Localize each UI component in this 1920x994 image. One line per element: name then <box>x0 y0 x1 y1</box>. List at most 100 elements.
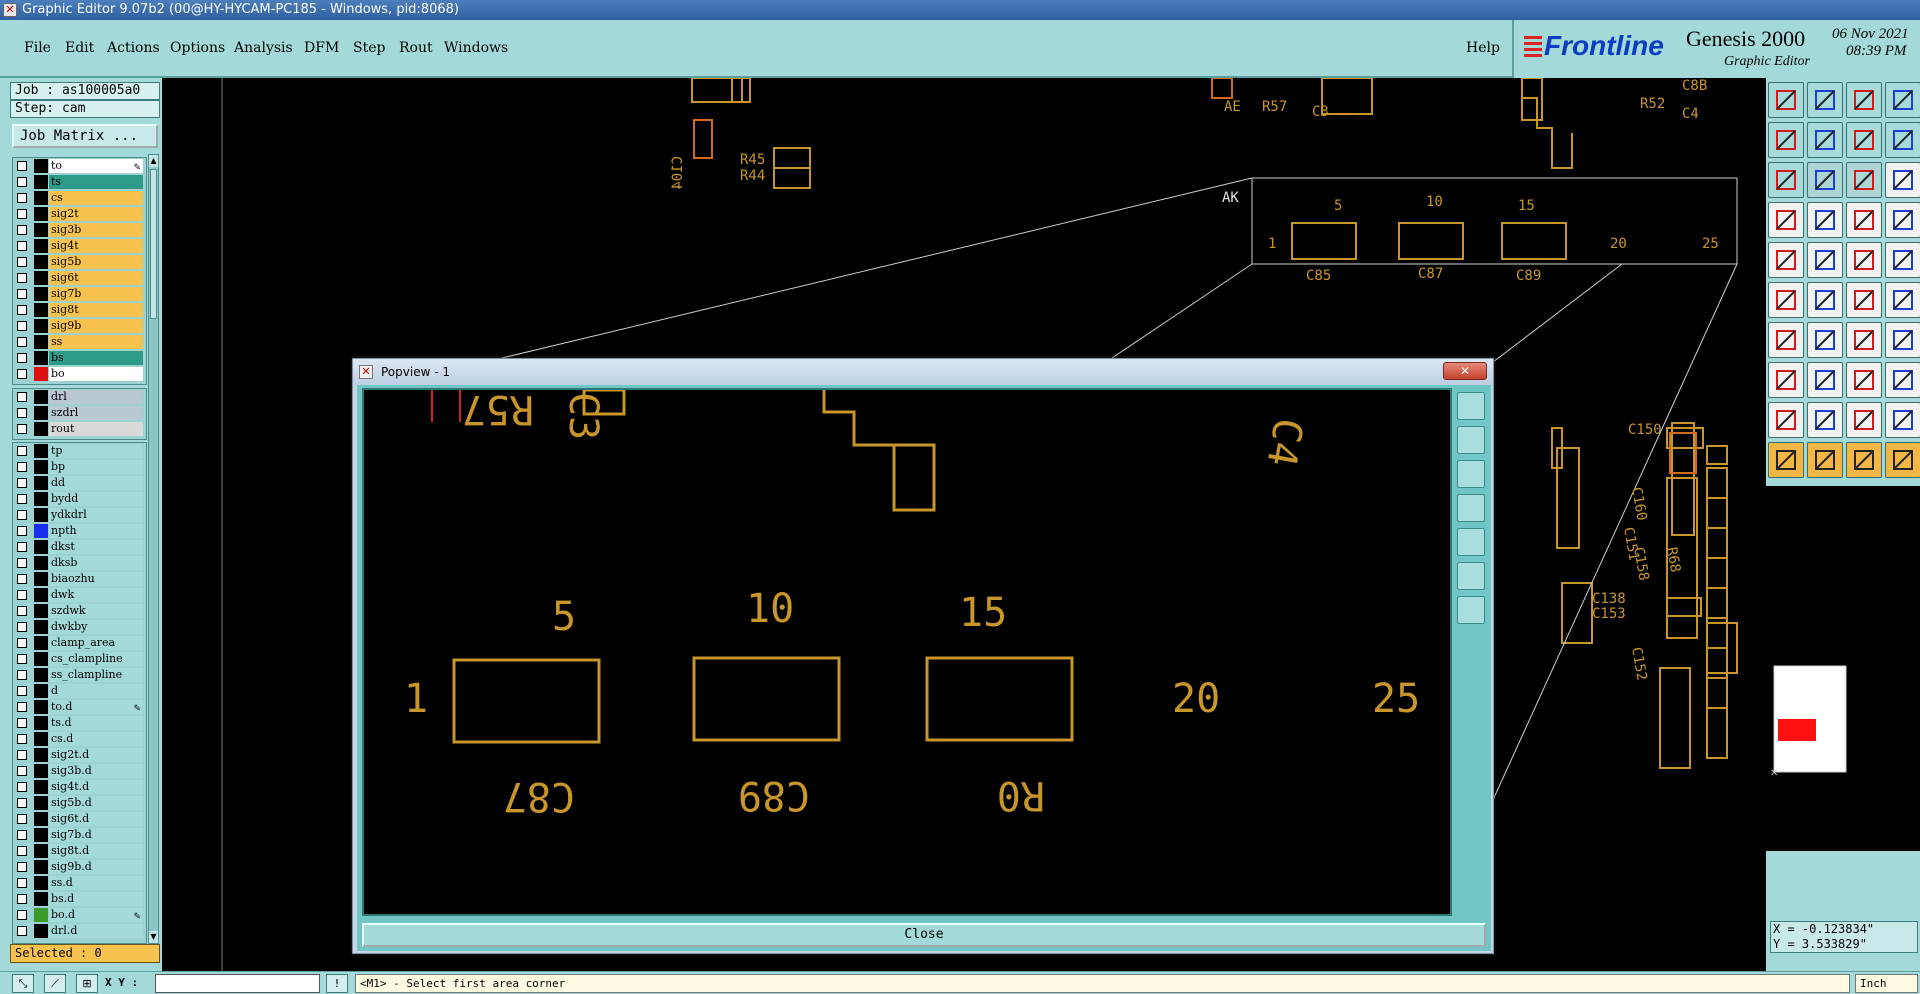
layer-name[interactable]: sig2t.d <box>49 748 143 762</box>
node-alt-icon[interactable] <box>1885 282 1920 318</box>
layer-checkbox[interactable] <box>17 526 27 536</box>
layer-color-swatch[interactable] <box>34 636 48 650</box>
layer-color-swatch[interactable] <box>34 508 48 522</box>
layer-checkbox[interactable] <box>17 766 27 776</box>
layer-color-swatch[interactable] <box>34 652 48 666</box>
layer-color-swatch[interactable] <box>34 175 48 189</box>
layer-color-swatch[interactable] <box>34 716 48 730</box>
popview-pan-right-icon[interactable] <box>1457 528 1485 556</box>
layer-color-swatch[interactable] <box>34 422 48 436</box>
layer-checkbox[interactable] <box>17 814 27 824</box>
layer-checkbox[interactable] <box>17 462 27 472</box>
angle-icon[interactable] <box>1807 242 1843 278</box>
layer-name[interactable]: ts <box>49 175 143 189</box>
menu-step[interactable]: Step <box>353 40 386 56</box>
popview-canvas[interactable]: 1 5 10 15 20 25 C87 C89 R0 R57 C3 C4 <box>362 388 1452 916</box>
layer-color-swatch[interactable] <box>34 668 48 682</box>
center-icon[interactable] <box>1807 162 1843 198</box>
flower-icon[interactable] <box>1885 362 1920 398</box>
text-icon[interactable] <box>1885 322 1920 358</box>
layer-color-swatch[interactable] <box>34 812 48 826</box>
layer-row[interactable]: sig4t <box>13 238 146 254</box>
menu-analysis[interactable]: Analysis <box>234 40 293 56</box>
help-icon[interactable] <box>1885 122 1920 158</box>
layer-name[interactable]: sig7b <box>49 287 143 301</box>
layer-color-swatch[interactable] <box>34 924 48 938</box>
layer-color-swatch[interactable] <box>34 159 48 173</box>
layer-name[interactable]: bs.d <box>49 892 143 906</box>
ruler-icon[interactable] <box>1846 242 1882 278</box>
pointer-icon[interactable] <box>1768 442 1804 478</box>
layer-checkbox[interactable] <box>17 353 27 363</box>
layer-checkbox[interactable] <box>17 337 27 347</box>
layer-row[interactable]: szdwk <box>13 603 146 619</box>
layer-checkbox[interactable] <box>17 558 27 568</box>
layer-name[interactable]: clamp_area <box>49 636 143 650</box>
layer-row[interactable]: sig8t <box>13 302 146 318</box>
layer-name[interactable]: cs.d <box>49 732 143 746</box>
layer-row[interactable]: bydd <box>13 491 146 507</box>
layer-row[interactable]: npth <box>13 523 146 539</box>
layer-name[interactable]: sig7b.d <box>49 828 143 842</box>
layer-name[interactable]: szdrl <box>49 406 143 420</box>
layer-row[interactable]: dd <box>13 475 146 491</box>
layer-name[interactable]: d <box>49 684 143 698</box>
layer-color-swatch[interactable] <box>34 460 48 474</box>
layer-name[interactable]: sig6t <box>49 271 143 285</box>
layer-checkbox[interactable] <box>17 392 27 402</box>
layer-row[interactable]: to.d✎ <box>13 699 146 715</box>
connect-icon[interactable] <box>1768 282 1804 318</box>
layer-checkbox[interactable] <box>17 686 27 696</box>
layer-checkbox[interactable] <box>17 910 27 920</box>
layer-color-swatch[interactable] <box>34 223 48 237</box>
layer-name[interactable]: sig6t.d <box>49 812 143 826</box>
layer-checkbox[interactable] <box>17 161 27 171</box>
pointer-edit-icon[interactable] <box>1846 442 1882 478</box>
layer-name[interactable]: sig3b <box>49 223 143 237</box>
layer-checkbox[interactable] <box>17 289 27 299</box>
triangle-alt-icon[interactable] <box>1807 402 1843 438</box>
layer-row[interactable]: d <box>13 683 146 699</box>
layer-checkbox[interactable] <box>17 225 27 235</box>
layer-name[interactable]: rout <box>49 422 143 436</box>
layer-color-swatch[interactable] <box>34 588 48 602</box>
layer-color-swatch[interactable] <box>34 684 48 698</box>
zoom-line-icon[interactable]: ⟋ <box>44 974 66 993</box>
layer-name[interactable]: sig5b.d <box>49 796 143 810</box>
scroll-thumb[interactable] <box>150 169 157 319</box>
ratio-1-2-icon[interactable] <box>1846 162 1882 198</box>
layer-color-swatch[interactable] <box>34 796 48 810</box>
layer-color-swatch[interactable] <box>34 524 48 538</box>
popview-fit-icon[interactable] <box>1457 562 1485 590</box>
layer-row[interactable]: sig9b.d <box>13 859 146 875</box>
layer-checkbox[interactable] <box>17 606 27 616</box>
pointer-net-icon[interactable] <box>1885 442 1920 478</box>
outline-b-icon[interactable] <box>1885 402 1920 438</box>
layer-color-swatch[interactable] <box>34 255 48 269</box>
layer-checkbox[interactable] <box>17 446 27 456</box>
layer-color-swatch[interactable] <box>34 540 48 554</box>
link-node-icon[interactable] <box>1846 282 1882 318</box>
layer-color-swatch[interactable] <box>34 572 48 586</box>
layer-checkbox[interactable] <box>17 424 27 434</box>
layer-color-swatch[interactable] <box>34 780 48 794</box>
layer-name[interactable]: sig5b <box>49 255 143 269</box>
layer-checkbox[interactable] <box>17 654 27 664</box>
layer-name[interactable]: sig4t <box>49 239 143 253</box>
move-right-icon[interactable] <box>1807 122 1843 158</box>
layer-row[interactable]: bs <box>13 350 146 366</box>
layer-row[interactable]: dwkby <box>13 619 146 635</box>
layer-name[interactable]: biaozhu <box>49 572 143 586</box>
graphic-canvas[interactable]: C104 R45 R44 AE R57 C3 R52 C8B C4 AK 1 5… <box>162 78 1766 971</box>
layer-name[interactable]: ss <box>49 335 143 349</box>
layer-color-swatch[interactable] <box>34 828 48 842</box>
layer-checkbox[interactable] <box>17 798 27 808</box>
layer-row[interactable]: ts.d <box>13 715 146 731</box>
record-icon[interactable] <box>1768 242 1804 278</box>
pointer-alt-icon[interactable] <box>1807 442 1843 478</box>
layer-color-swatch[interactable] <box>34 351 48 365</box>
menu-options[interactable]: Options <box>170 40 226 56</box>
layer-checkbox[interactable] <box>17 494 27 504</box>
layer-row[interactable]: sig6t <box>13 270 146 286</box>
grid-icon[interactable] <box>1807 202 1843 238</box>
